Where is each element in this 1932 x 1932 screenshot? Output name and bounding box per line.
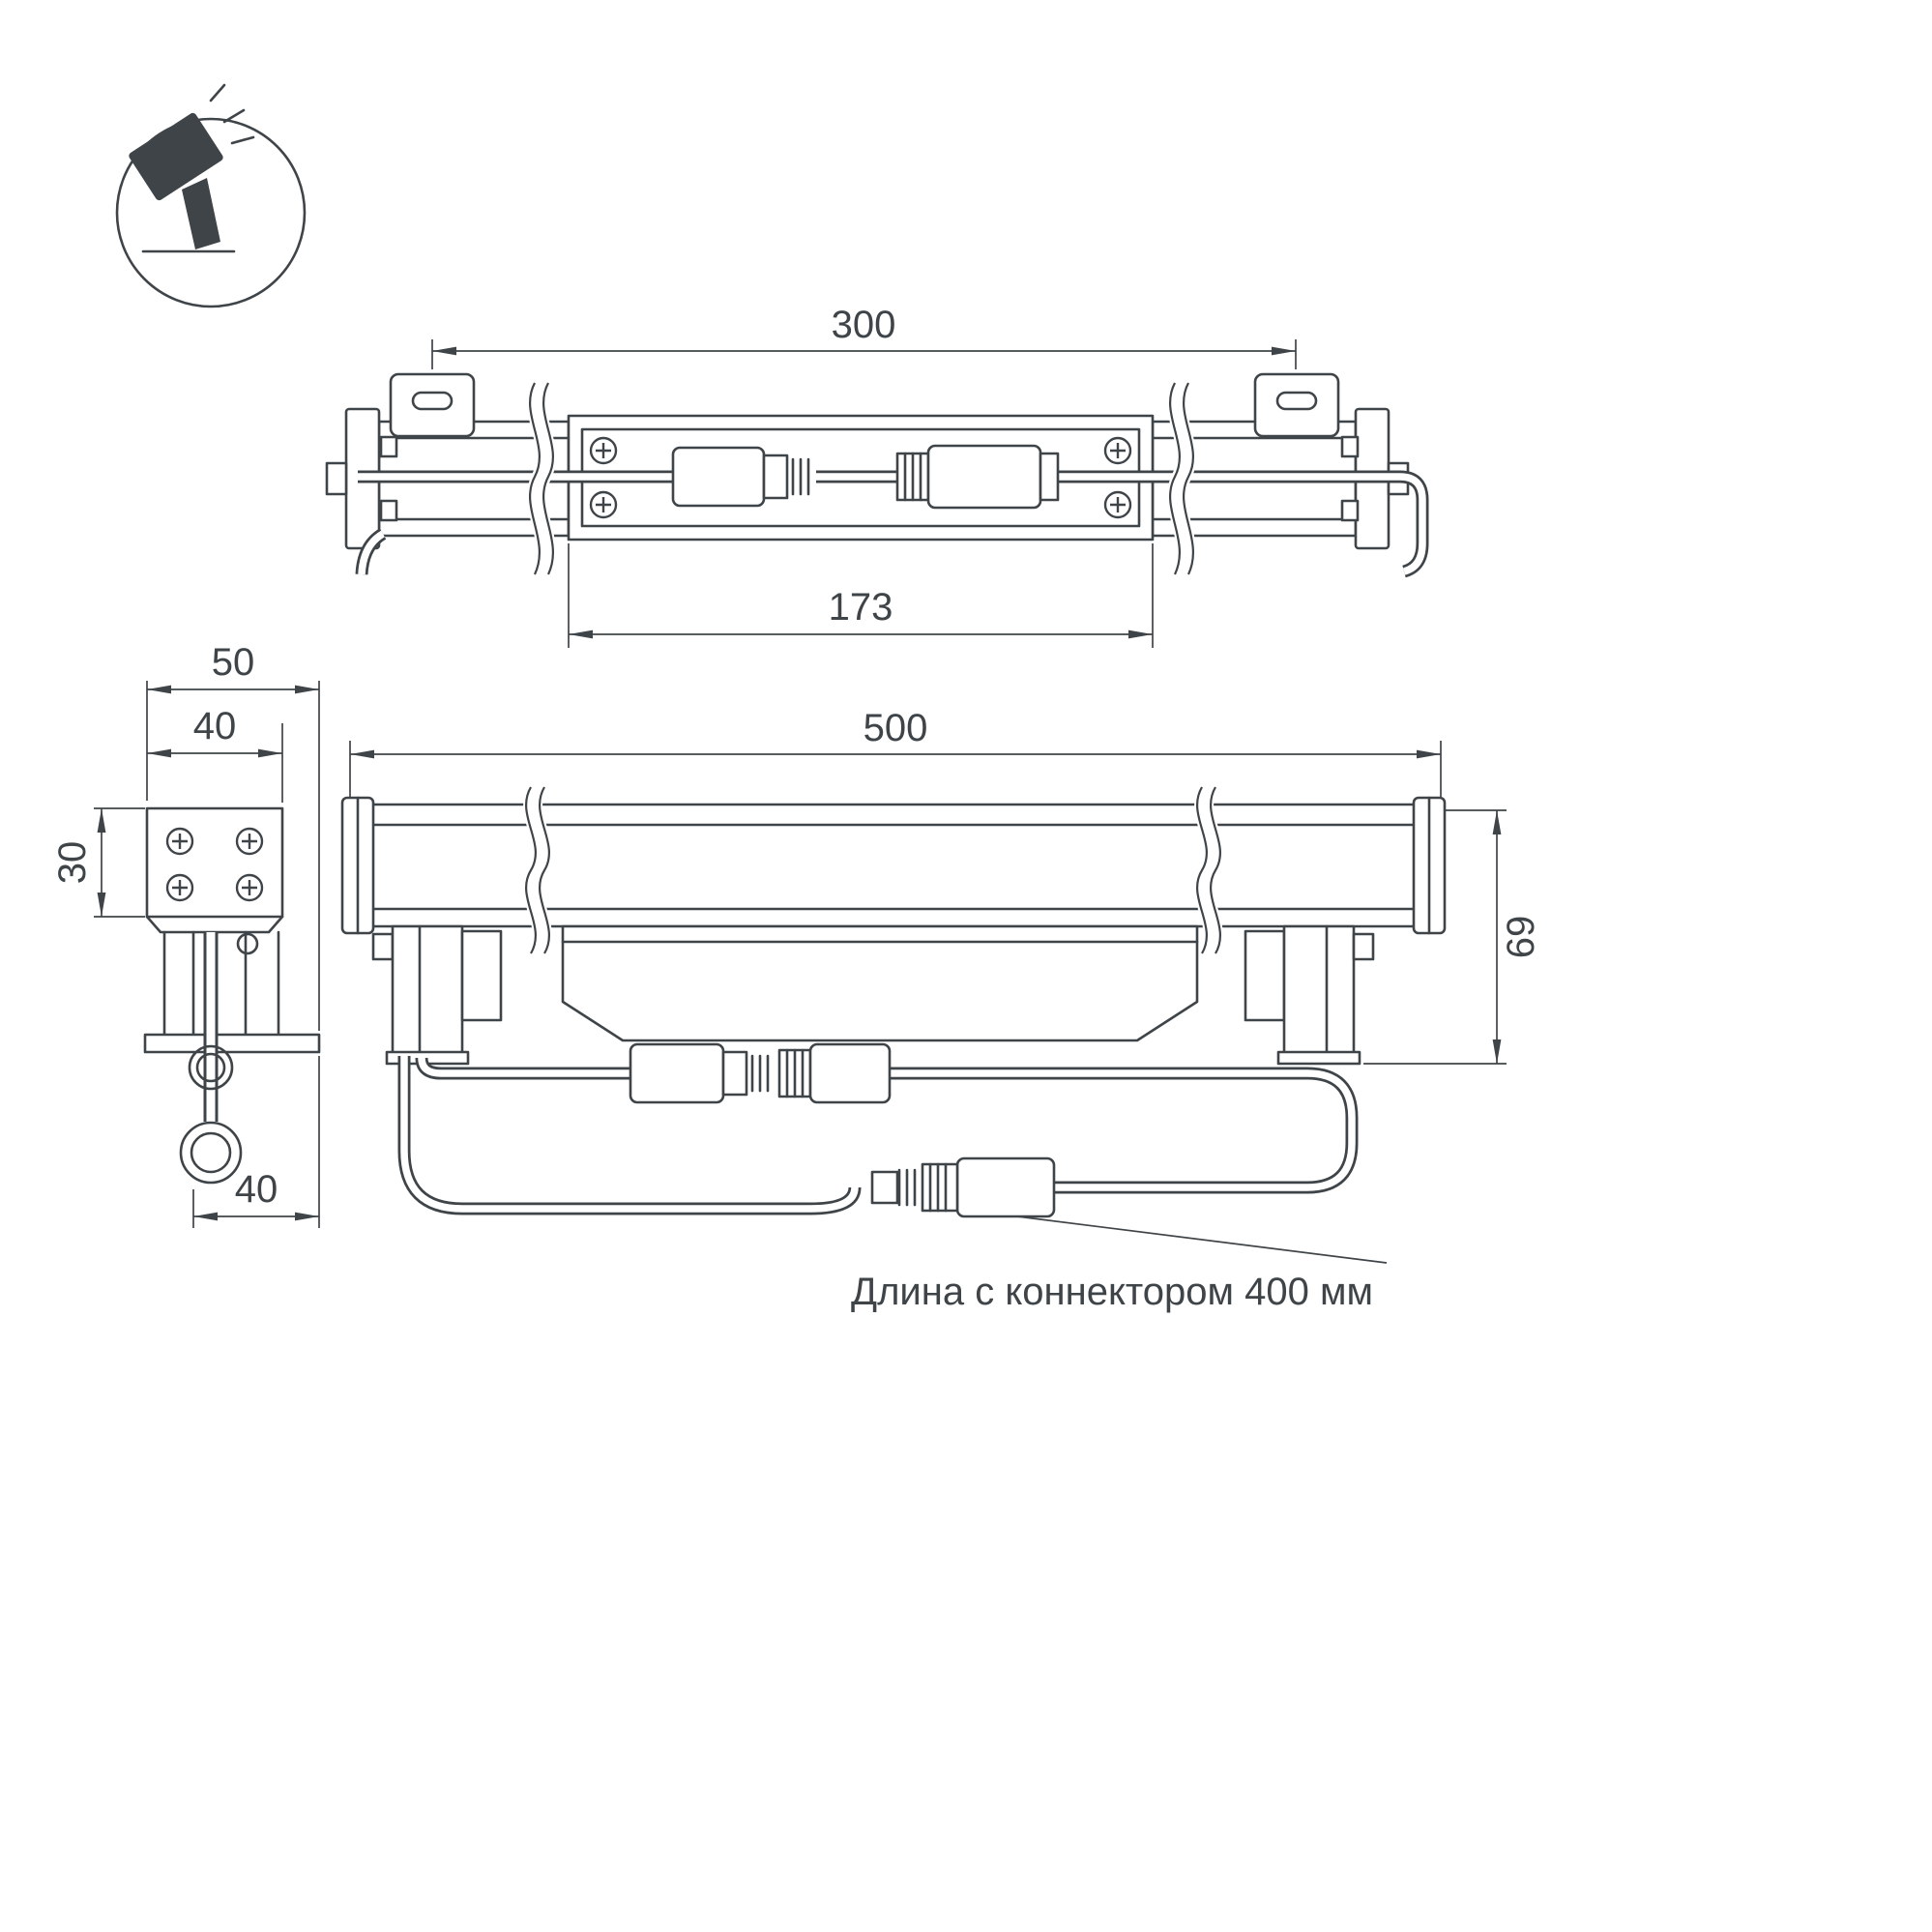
dim-69-label: 69: [1500, 916, 1542, 959]
screw-icon: [1103, 436, 1132, 465]
cable-side-view: [179, 932, 243, 1185]
screw-icon: [165, 827, 194, 856]
screw-icon: [235, 873, 264, 902]
screw-icon: [589, 490, 618, 519]
side-view: 50 40 30 40: [51, 641, 321, 1228]
dim-30-label: 30: [51, 841, 94, 885]
dimension-30: 30: [51, 807, 145, 918]
break-symbol: [523, 781, 1223, 959]
profile-body: [145, 806, 284, 919]
dimension-69: 69: [1363, 809, 1542, 1065]
bracket-base: [143, 1033, 321, 1054]
dim-500-label: 500: [864, 707, 928, 749]
screw-icon: [235, 827, 264, 856]
floodlight-stand: [182, 178, 220, 249]
screw-icon: [165, 873, 194, 902]
dimension-40-bottom: 40: [192, 1056, 320, 1228]
top-view: 300 173: [325, 304, 1429, 648]
connector-length-note: Длина с коннектором 400 мм: [851, 1271, 1373, 1313]
dim-40-bottom-label: 40: [235, 1168, 278, 1211]
floodlight-icon: [115, 83, 307, 308]
break-symbol: [527, 378, 1196, 579]
mount-bracket-left: [371, 924, 503, 1066]
leader-line: [1016, 1215, 1388, 1264]
cable-top-view: [355, 470, 1429, 578]
dimension-300: 300: [431, 304, 1297, 369]
dim-50-label: 50: [212, 641, 255, 684]
dim-173-label: 173: [829, 586, 893, 629]
floodlight-head: [129, 112, 223, 201]
connector-pair-front: [629, 1042, 892, 1104]
dimension-50: 50: [146, 641, 320, 1031]
light-rays-icon: [209, 83, 255, 145]
dimension-500: 500: [349, 707, 1442, 797]
driver-box: [561, 924, 1199, 1042]
dimension-40-top: 40: [147, 705, 283, 803]
bracket-arm: [162, 930, 280, 1037]
mount-bracket-right: [1244, 924, 1375, 1066]
mount-bracket-tab-left: [389, 372, 476, 438]
connector-end-icon: [179, 1121, 243, 1185]
mount-bracket-tab-right: [1253, 372, 1340, 438]
pivot-bolt: [236, 932, 259, 955]
cable-front-view: [397, 1056, 1359, 1215]
connector-pair-top: [671, 444, 1060, 510]
dimension-173: 173: [568, 543, 1154, 648]
front-view: 500 69 Длина с коннектором 400 мм: [340, 707, 1542, 1313]
dim-40-top-label: 40: [193, 705, 237, 747]
dim-300-label: 300: [832, 304, 896, 346]
screw-icon: [589, 436, 618, 465]
screw-icon: [1103, 490, 1132, 519]
plug-connector: [870, 1156, 1056, 1218]
